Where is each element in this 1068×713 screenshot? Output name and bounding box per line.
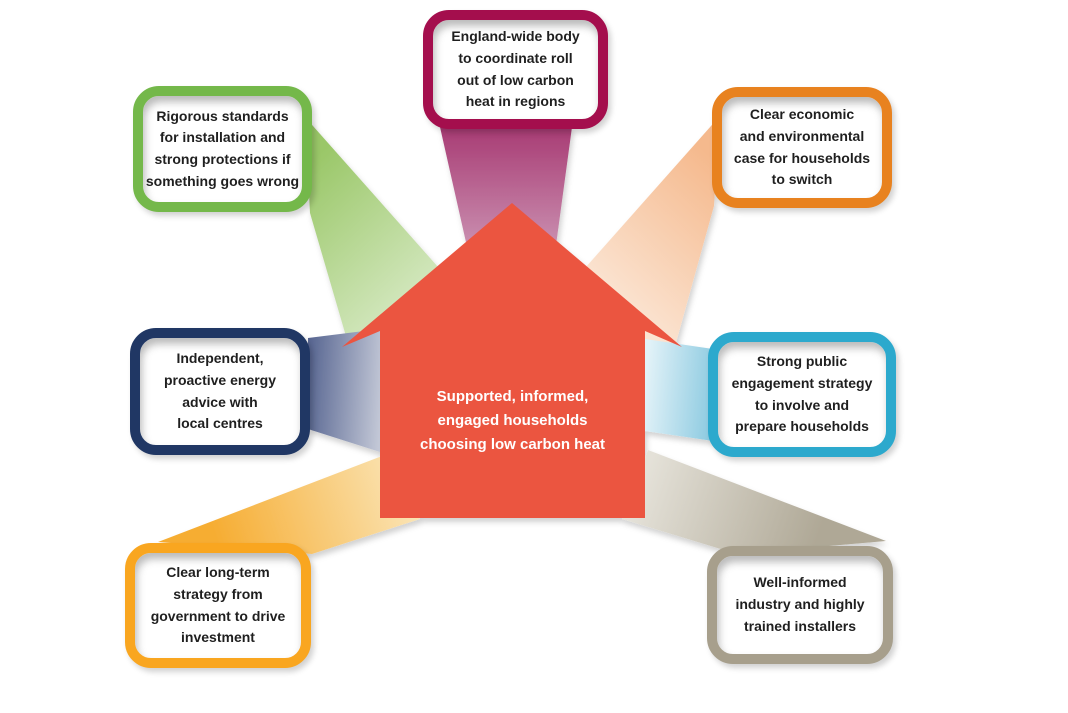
benefit-box-long-term-strategy: Clear long-term strategy from government… xyxy=(125,543,311,668)
benefit-box-text: Independent, proactive energy advice wit… xyxy=(163,350,277,432)
benefit-box-text: Clear long-term strategy from government… xyxy=(150,564,286,646)
benefit-box-text: England-wide body to coordinate roll out… xyxy=(451,28,580,110)
beam-well-informed-industry xyxy=(622,450,886,554)
benefit-box-rigorous-standards: Rigorous standards for installation and … xyxy=(133,86,312,212)
benefit-box-independent-advice: Independent, proactive energy advice wit… xyxy=(130,328,310,455)
benefit-box-text: Rigorous standards for installation and … xyxy=(145,107,300,189)
house-shape xyxy=(342,203,682,518)
house-label: Supported, informed, engaged households … xyxy=(419,388,606,453)
benefit-box-text: Strong public engagement strategy to inv… xyxy=(731,353,873,435)
beam-independent-advice xyxy=(308,329,380,452)
benefit-box-well-informed-industry: Well-informed industry and highly traine… xyxy=(707,546,893,664)
benefit-box-text: Clear economic and environmental case fo… xyxy=(733,106,871,188)
beam-public-engagement xyxy=(645,339,713,441)
beam-long-term-strategy xyxy=(158,456,420,554)
benefit-box-text: Well-informed industry and highly traine… xyxy=(735,574,865,634)
benefit-box-england-wide-body: England-wide body to coordinate roll out… xyxy=(423,10,608,129)
benefit-box-clear-economic-case: Clear economic and environmental case fo… xyxy=(712,87,892,208)
benefit-box-public-engagement: Strong public engagement strategy to inv… xyxy=(708,332,896,457)
